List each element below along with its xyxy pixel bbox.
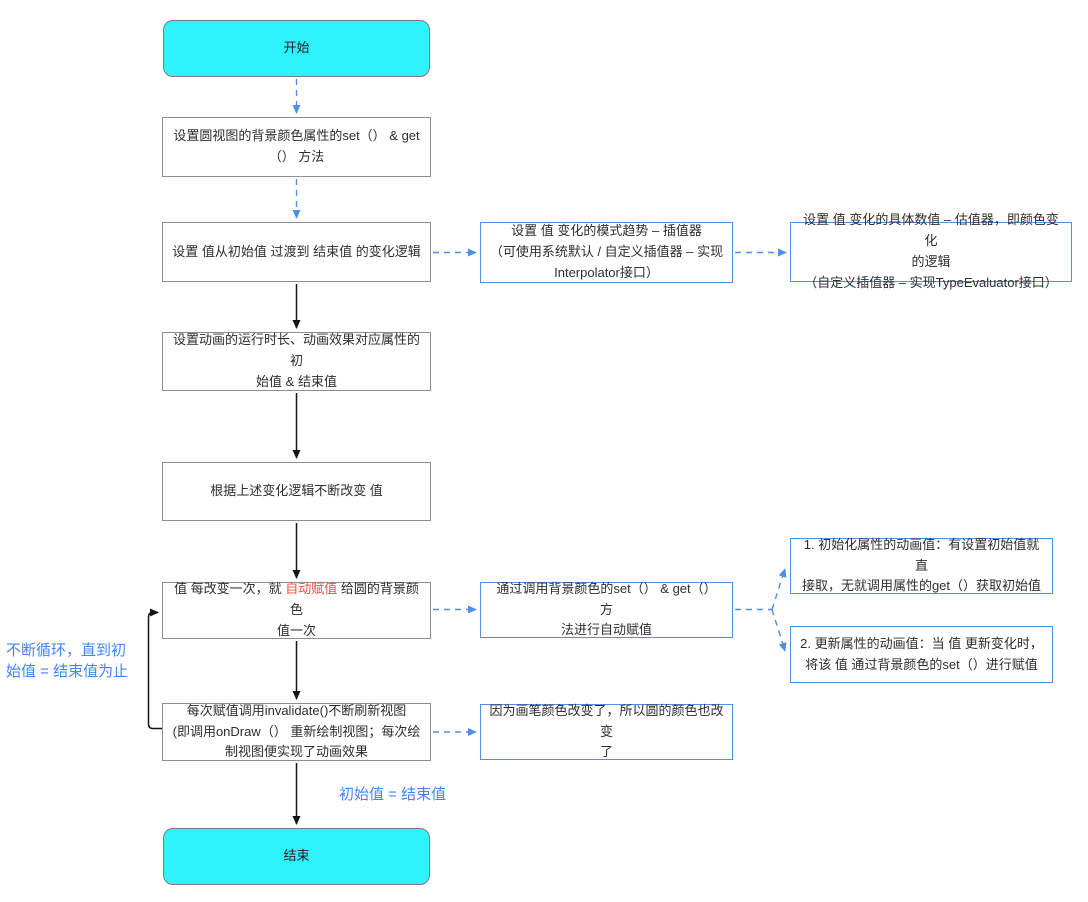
equal-annotation: 初始值 = 结束值 xyxy=(339,786,447,803)
node-set-get-call-label: 通过调用背景颜色的set（） & get（） 方 法进行自动赋值 xyxy=(496,580,717,638)
edge-branch-to-update xyxy=(771,609,787,652)
node-change-logic[interactable]: 设置 值从初始值 过渡到 结束值 的变化逻辑 xyxy=(162,222,431,282)
node-keep-changing[interactable]: 根据上述变化逻辑不断改变 值 xyxy=(162,462,431,521)
node-set-get-call[interactable]: 通过调用背景颜色的set（） & get（） 方 法进行自动赋值 xyxy=(480,580,733,638)
node-start[interactable]: 开始 xyxy=(163,20,430,77)
node-duration-settings-label: 设置动画的运行时长、动画效果对应属性的初 始值 & 结束值 xyxy=(172,332,420,389)
node-keep-changing-label: 根据上述变化逻辑不断改变 值 xyxy=(210,483,383,499)
node-set-get-method[interactable]: 设置圆视图的背景颜色属性的set（） & get （） 方法 xyxy=(162,117,431,177)
node-set-get-method-label: 设置圆视图的背景颜色属性的set（） & get （） 方法 xyxy=(173,128,420,164)
node-start-label: 开始 xyxy=(283,40,310,56)
node-color-changed[interactable]: 因为画笔颜色改变了，所以圆的颜色也改变 了 xyxy=(480,702,733,760)
node-change-logic-label: 设置 值从初始值 过渡到 结束值 的变化逻辑 xyxy=(172,243,421,259)
node-evaluator[interactable]: 设置 值 变化的具体数值 – 估值器，即颜色变化 的逻辑 （自定义插值器 – 实… xyxy=(790,212,1072,290)
node-auto-assign-label: 值 每改变一次，就 自动赋值 给圆的背景颜色 值一次 xyxy=(171,579,422,641)
auto-assign-highlight: 自动赋值 xyxy=(285,581,338,597)
node-evaluator-label: 设置 值 变化的具体数值 – 估值器，即颜色变化 的逻辑 （自定义插值器 – 实… xyxy=(803,212,1059,290)
node-init-anim-value[interactable]: 1. 初始化属性的动画值：有设置初始值就直 接取，无就调用属性的get（）获取初… xyxy=(790,536,1053,594)
node-auto-assign[interactable]: 值 每改变一次，就 自动赋值 给圆的背景颜色 值一次 xyxy=(162,579,431,641)
node-end[interactable]: 结束 xyxy=(163,828,430,885)
node-color-changed-label: 因为画笔颜色改变了，所以圆的颜色也改变 了 xyxy=(489,702,724,760)
loop-annotation: 不断循环，直到初 始值 = 结束值为止 xyxy=(6,642,129,680)
node-init-anim-value-label: 1. 初始化属性的动画值：有设置初始值就直 接取，无就调用属性的get（）获取初… xyxy=(801,536,1042,594)
auto-assign-prefix: 值 每改变一次，就 xyxy=(174,581,286,597)
node-duration-settings[interactable]: 设置动画的运行时长、动画效果对应属性的初 始值 & 结束值 xyxy=(162,332,431,391)
node-interpolator[interactable]: 设置 值 变化的模式趋势 – 插值器 （可使用系统默认 / 自定义插值器 – 实… xyxy=(480,222,733,283)
edge-loop-back xyxy=(147,608,162,730)
node-invalidate-label: 每次赋值调用invalidate()不断刷新视图 (即调用onDraw（） 重新… xyxy=(172,702,421,760)
auto-assign-suffix: 给圆的背景颜色 值一次 xyxy=(276,581,419,638)
node-end-label: 结束 xyxy=(283,848,310,864)
edge-branch-to-init xyxy=(771,568,787,610)
node-update-anim-value-label: 2. 更新属性的动画值：当 值 更新变化时， 将该 值 通过背景颜色的set（）… xyxy=(800,635,1043,672)
node-invalidate[interactable]: 每次赋值调用invalidate()不断刷新视图 (即调用onDraw（） 重新… xyxy=(162,703,431,761)
node-update-anim-value[interactable]: 2. 更新属性的动画值：当 值 更新变化时， 将该 值 通过背景颜色的set（）… xyxy=(790,626,1053,683)
node-interpolator-label: 设置 值 变化的模式趋势 – 插值器 （可使用系统默认 / 自定义插值器 – 实… xyxy=(489,223,724,280)
